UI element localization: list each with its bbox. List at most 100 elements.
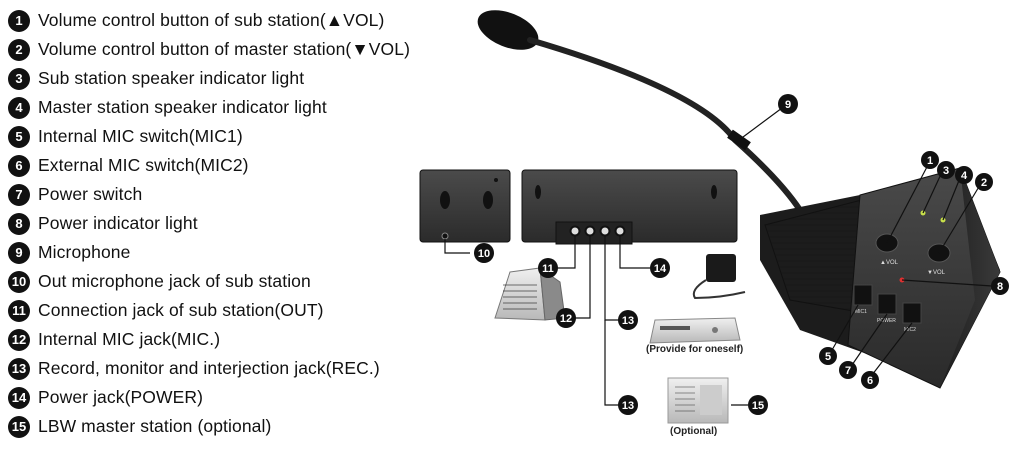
- callout-badges: 10 11 12 13 13 14 15 9 1 3 4 2 8 5 7 6: [474, 94, 1009, 415]
- number-badge: 6: [8, 154, 30, 177]
- number-badge: 12: [8, 328, 30, 351]
- legend-label: Sub station speaker indicator light: [38, 68, 305, 88]
- out-mic-jack: [441, 232, 449, 240]
- callout-7: 7: [839, 361, 857, 379]
- master-back-panel: [521, 169, 738, 245]
- legend-item-14: 14 Power jack(POWER): [8, 383, 448, 412]
- jack-out: [569, 225, 581, 237]
- microphone: [477, 10, 803, 213]
- jack-mic: [584, 225, 596, 237]
- sub-station-speaker: [494, 266, 566, 321]
- legend-label: Master station speaker indicator light: [38, 97, 327, 117]
- vol-up-label: ▲VOL: [880, 260, 899, 266]
- mic1-button: [853, 284, 873, 306]
- svg-text:7: 7: [845, 365, 851, 377]
- power-adapter: [692, 254, 746, 300]
- callout-4: 4: [955, 166, 973, 184]
- number-badge: 2: [8, 38, 30, 61]
- svg-text:8: 8: [997, 281, 1003, 293]
- legend-label: Power indicator light: [38, 213, 198, 233]
- legend-item-10: 10 Out microphone jack of sub station: [8, 267, 448, 296]
- callout-12: 12: [556, 308, 576, 328]
- jack-power: [614, 225, 626, 237]
- legend-label: LBW master station (optional): [38, 416, 272, 436]
- legend-label: Microphone: [38, 242, 131, 262]
- jack-rec: [599, 225, 611, 237]
- number-badge: 10: [8, 270, 30, 293]
- power-label: POWER: [877, 318, 896, 324]
- callout-1: 1: [921, 151, 939, 169]
- legend-label: Internal MIC jack(MIC.): [38, 329, 221, 349]
- svg-text:1: 1: [927, 155, 933, 167]
- callout-3: 3: [937, 161, 955, 179]
- legend-label: External MIC switch(MIC2): [38, 155, 249, 175]
- legend-label: Volume control button of master station(…: [38, 39, 410, 59]
- legend-item-3: 3 Sub station speaker indicator light: [8, 64, 448, 93]
- callout-5: 5: [819, 347, 837, 365]
- legend-label: Volume control button of sub station(▲VO…: [38, 10, 385, 30]
- legend-label: Connection jack of sub station(OUT): [38, 300, 324, 320]
- legend-item-12: 12 Internal MIC jack(MIC.): [8, 325, 448, 354]
- svg-text:10: 10: [478, 248, 490, 260]
- legend-item-9: 9 Microphone: [8, 238, 448, 267]
- legend-item-5: 5 Internal MIC switch(MIC1): [8, 122, 448, 151]
- svg-text:9: 9: [785, 99, 791, 111]
- legend-item-8: 8 Power indicator light: [8, 209, 448, 238]
- callout-10: 10: [474, 243, 494, 263]
- legend-label: Power jack(POWER): [38, 387, 204, 407]
- svg-text:3: 3: [943, 165, 949, 177]
- callout-13a: 13: [618, 310, 638, 330]
- svg-text:12: 12: [560, 313, 572, 325]
- sub-station-back: [419, 169, 511, 243]
- callout-2: 2: [975, 173, 993, 191]
- legend-item-2: 2 Volume control button of master station…: [8, 35, 448, 64]
- legend-label: Power switch: [38, 184, 143, 204]
- number-badge: 3: [8, 67, 30, 90]
- power-button: [877, 293, 897, 315]
- legend-label: Internal MIC switch(MIC1): [38, 126, 243, 146]
- legend-item-11: 11 Connection jack of sub station(OUT): [8, 296, 448, 325]
- number-badge: 5: [8, 125, 30, 148]
- mic2-label: MIC2: [904, 327, 916, 333]
- number-badge: 7: [8, 183, 30, 206]
- callout-15: 15: [748, 395, 768, 415]
- mic2-button: [902, 302, 922, 324]
- vol-down-label: ▼VOL: [927, 270, 946, 276]
- number-badge: 11: [8, 299, 30, 322]
- svg-text:6: 6: [867, 375, 873, 387]
- svg-text:11: 11: [542, 263, 554, 275]
- svg-text:13: 13: [622, 400, 634, 412]
- number-badge: 9: [8, 241, 30, 264]
- legend-label: Record, monitor and interjection jack(RE…: [38, 358, 380, 378]
- caption-provide: (Provide for oneself): [646, 344, 744, 355]
- callout-14: 14: [650, 258, 670, 278]
- callout-11: 11: [538, 258, 558, 278]
- legend-label: Out microphone jack of sub station: [38, 271, 311, 291]
- callout-8: 8: [991, 277, 1009, 295]
- number-badge: 13: [8, 357, 30, 380]
- svg-text:13: 13: [622, 315, 634, 327]
- legend-item-1: 1 Volume control button of sub station(▲V…: [8, 6, 448, 35]
- recorder-device: [649, 317, 741, 344]
- svg-text:14: 14: [654, 263, 667, 275]
- number-badge: 1: [8, 9, 30, 32]
- gooseneck: [527, 37, 803, 213]
- legend-item-13: 13 Record, monitor and interjection jack(…: [8, 354, 448, 383]
- svg-text:2: 2: [981, 177, 987, 189]
- number-badge: 8: [8, 212, 30, 235]
- caption-optional: (Optional): [670, 426, 718, 437]
- optional-master-station: [667, 377, 729, 424]
- mic-head: [477, 10, 539, 50]
- legend-item-7: 7 Power switch: [8, 180, 448, 209]
- callout-13b: 13: [618, 395, 638, 415]
- legend-item-6: 6 External MIC switch(MIC2): [8, 151, 448, 180]
- number-badge: 14: [8, 386, 30, 409]
- svg-text:4: 4: [961, 170, 968, 182]
- legend: 1 Volume control button of sub station(▲V…: [8, 6, 448, 441]
- svg-text:5: 5: [825, 351, 831, 363]
- console-side: [940, 168, 1000, 388]
- callout-9: 9: [778, 94, 798, 114]
